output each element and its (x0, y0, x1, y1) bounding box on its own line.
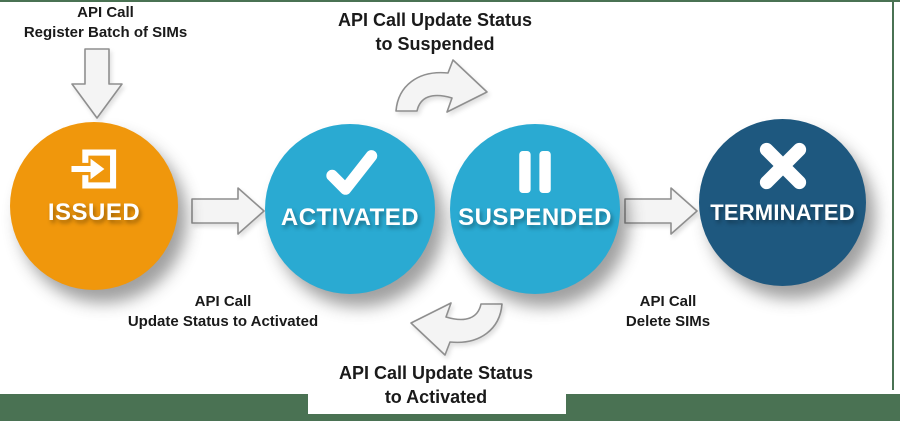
right-arrow-suspended-terminated (624, 187, 698, 235)
label-line: Register Batch of SIMs (23, 23, 188, 41)
label-line: Delete SIMs (625, 312, 711, 330)
pause-icon (514, 147, 556, 197)
label-line: to Suspended (375, 34, 495, 55)
label-delete-sims: API Call Delete SIMs (593, 292, 743, 331)
right-arrow-issued-activated (191, 187, 265, 235)
curved-arrow-to-suspended (395, 59, 488, 113)
label-line: API Call (194, 293, 252, 310)
label-line: API Call (77, 4, 134, 21)
label-line: Update Status to Activated (127, 312, 319, 330)
label-line: API Call Update Status (337, 10, 533, 30)
label-register-batch: API Call Register Batch of SIMs (8, 3, 203, 42)
state-label-suspended: SUSPENDED (458, 203, 612, 231)
label-update-to-activated-bottom: API Call Update Status to Activated (311, 361, 561, 410)
state-label-terminated: TERMINATED (710, 200, 855, 225)
state-node-suspended: SUSPENDED (450, 124, 620, 294)
state-node-terminated: TERMINATED (699, 119, 866, 286)
label-line: API Call Update Status (338, 363, 534, 383)
frame-bottom-notch (308, 348, 566, 414)
sign-in-icon (68, 146, 120, 192)
state-node-activated: ACTIVATED (265, 124, 435, 294)
state-label-activated: ACTIVATED (280, 203, 420, 231)
label-line: API Call (639, 293, 697, 310)
label-update-status-to-activated: API Call Update Status to Activated (108, 292, 338, 331)
frame-top-border (0, 0, 900, 2)
state-node-issued: ISSUED (10, 122, 178, 290)
check-icon (321, 147, 379, 197)
x-icon (756, 139, 810, 193)
frame-right-border (892, 0, 894, 390)
down-arrow (71, 48, 123, 119)
label-line: to Activated (384, 387, 488, 408)
state-label-issued: ISSUED (47, 198, 141, 226)
label-update-to-suspended: API Call Update Status to Suspended (310, 8, 560, 57)
